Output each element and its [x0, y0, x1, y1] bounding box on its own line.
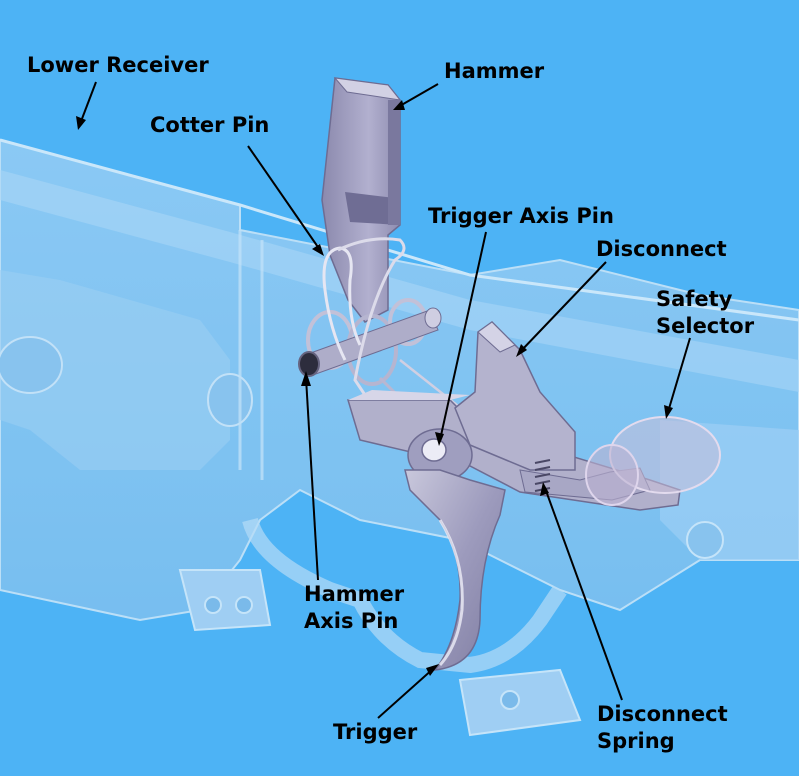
label-safety-selector: Safety Selector — [656, 286, 754, 340]
arrow-trigger-axis-pin — [439, 231, 487, 441]
label-safety-selector-line1: Safety — [656, 287, 733, 311]
receiver-upper-rail — [0, 170, 799, 392]
label-cotter-pin: Cotter Pin — [150, 113, 270, 137]
arrowhead-trigger — [426, 664, 439, 676]
label-hammer: Hammer — [444, 59, 545, 83]
receiver-trigger-guard — [242, 517, 567, 674]
label-lower-receiver: Lower Receiver — [27, 53, 209, 77]
hammer-axis-pin-far-end — [424, 307, 442, 329]
arrow-disconnect-spring — [544, 487, 623, 701]
receiver-pin-hole — [207, 373, 253, 427]
disconnect-spring-part — [534, 459, 551, 492]
hammer-axis-pin-part — [298, 307, 442, 377]
arrowhead-disconnect-spring — [540, 482, 549, 496]
arrow-hammer — [397, 83, 439, 108]
cotter-pin-part — [322, 237, 406, 396]
receiver-lug-hole-2 — [235, 596, 253, 614]
arrowhead-disconnect — [516, 344, 527, 357]
hammer-front-face — [388, 100, 400, 225]
receiver-right-hole — [686, 521, 724, 559]
arrow-hammer-axis-pin — [305, 377, 319, 581]
receiver-grip-lug — [178, 569, 272, 632]
cotter-pin-wire — [337, 237, 406, 396]
receiver-pin-hole-left — [0, 336, 63, 394]
label-disconnect-spring: Disconnect Spring — [597, 701, 728, 755]
label-trigger-axis-pin: Trigger Axis Pin — [428, 204, 614, 228]
arrowhead-safety-selector — [664, 405, 673, 419]
trigger-axis-pin-part — [407, 428, 473, 482]
hammer-axis-pin-end — [298, 351, 320, 377]
trigger-axis-pin-head — [421, 438, 447, 462]
trigger-plate-top — [348, 390, 470, 400]
label-safety-selector-line2: Selector — [656, 314, 755, 338]
callout-arrowheads — [76, 100, 673, 676]
arrow-lower-receiver — [79, 81, 97, 125]
label-hammer-axis-pin-line2: Axis Pin — [304, 609, 399, 633]
disconnect-hook — [477, 321, 516, 353]
arrow-disconnect — [519, 261, 607, 353]
hammer-part — [321, 77, 402, 323]
receiver-lug-hole-1 — [204, 596, 222, 614]
trigger-highlight — [438, 519, 464, 667]
label-disconnect-spring-line1: Disconnect — [597, 702, 728, 726]
arrowhead-cotter-pin — [312, 244, 324, 256]
label-disconnect-spring-line2: Spring — [597, 729, 675, 753]
label-trigger: Trigger — [333, 720, 418, 744]
arrowhead-hammer-axis-pin — [301, 371, 311, 386]
safety-selector-face — [585, 444, 639, 506]
callout-arrows — [79, 81, 691, 719]
receiver-left-wall — [0, 270, 230, 470]
arrow-trigger — [377, 667, 435, 719]
hammer-notch — [345, 192, 400, 225]
arrow-cotter-pin — [247, 145, 321, 251]
disconnect-spring-coil — [534, 459, 551, 492]
arrowhead-hammer — [393, 100, 405, 110]
receiver-mag-well-edge — [238, 230, 264, 480]
arrowhead-trigger-axis-pin — [435, 432, 444, 446]
label-disconnect: Disconnect — [596, 237, 727, 261]
trigger-part — [404, 469, 506, 671]
arrowhead-lower-receiver — [76, 116, 86, 130]
label-hammer-axis-pin-line1: Hammer — [304, 582, 405, 606]
receiver-rear-lug — [458, 668, 582, 737]
receiver-rear-hole — [500, 690, 520, 710]
label-hammer-axis-pin: Hammer Axis Pin — [304, 581, 404, 635]
arrow-safety-selector — [667, 337, 691, 413]
safety-selector-part — [585, 416, 721, 506]
